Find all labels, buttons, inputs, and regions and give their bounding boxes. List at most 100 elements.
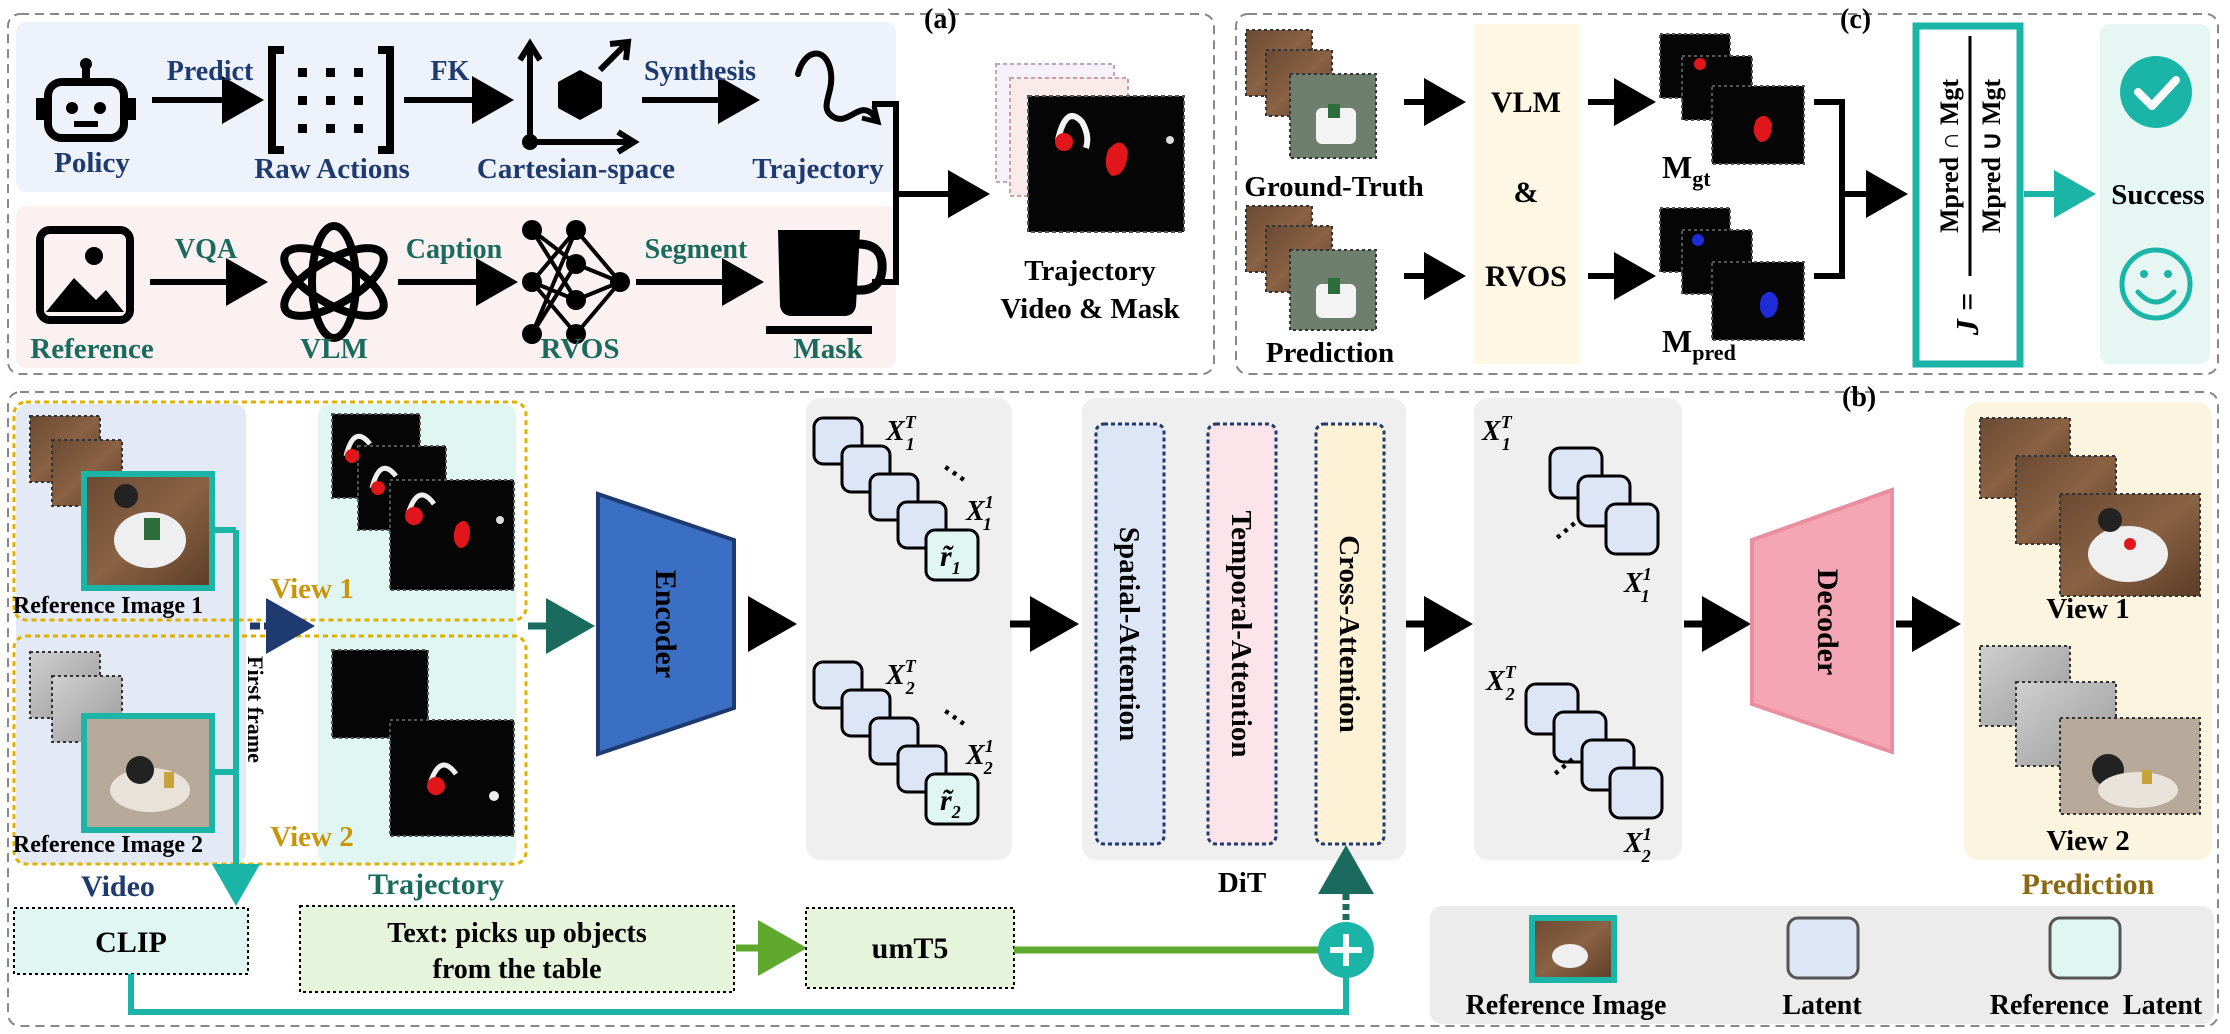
legend-reference-image-icon [1529, 915, 1617, 983]
umt5-box [805, 907, 1015, 989]
legend-reference-image-label: Reference Image [1466, 990, 1667, 1021]
text-prompt-line2: from the table [433, 954, 602, 985]
label-prediction-c: Prediction [1266, 337, 1394, 369]
formula-numerator: Mpred ∩ Mgt [1935, 79, 1964, 233]
image-icon [36, 226, 134, 324]
label-ref-image-2: Reference Image 2 [13, 832, 203, 858]
trajectory-mask-stack [995, 63, 1185, 233]
gt-mask-stack [1659, 33, 1805, 165]
label-amp: & [1514, 176, 1539, 209]
label-cartesian-space: Cartesian-space [477, 153, 675, 185]
label-cross-attention: Cross-Attention [1333, 535, 1365, 733]
label-temporal-attention: Temporal-Attention [1225, 510, 1257, 757]
label-clip: CLIP [95, 926, 167, 959]
label-rvos-c: RVOS [1485, 260, 1567, 293]
trajectory-icon [795, 50, 882, 126]
cross-attention-block [1314, 422, 1386, 846]
merge-bracket-c [1814, 99, 1845, 279]
iou-formula: J = Mpred ∩ Mgt Mpred ∪ Mgt [1935, 36, 2006, 336]
label-spatial-attention: Spatial-Attention [1113, 527, 1145, 741]
vlm-rvos-box [1474, 24, 1580, 364]
label-trajectory-a: Trajectory [752, 153, 884, 185]
label-view1: View 1 [270, 573, 354, 605]
temporal-attention-block [1206, 422, 1278, 846]
label-predict: Predict [167, 56, 254, 87]
prediction-frames [1245, 205, 1377, 331]
pred-view1-frames [1979, 417, 2201, 597]
label-first-frame: First frame [243, 656, 268, 763]
decoder-block [1750, 487, 1894, 755]
panel-a-tag: (a) [924, 4, 957, 35]
denoised-stack-1 [1548, 446, 1660, 556]
text-prompt-box [299, 905, 735, 993]
label-dit: DiT [1218, 867, 1266, 899]
ground-truth-frames [1245, 29, 1377, 159]
panel-b-tag: (b) [1842, 382, 1876, 413]
trajectory-video-mask-line2: Video & Mask [1000, 293, 1180, 325]
view1-trajectory-frames [331, 413, 515, 591]
panel-c-tag: (c) [1840, 4, 1871, 35]
label-vlm-a: VLM [300, 333, 368, 365]
panel-a-row2-bg [16, 206, 896, 368]
label-fk: FK [431, 56, 470, 87]
denoised-stack-2 [1524, 682, 1664, 820]
pred-mask-stack [1659, 207, 1805, 341]
add-circle-icon [1318, 922, 1374, 978]
latent-r2: r̃2 [940, 784, 961, 822]
label-segment: Segment [645, 234, 748, 265]
cartesian-space-icon [517, 38, 640, 155]
latent-stack-1 [812, 416, 980, 582]
label-decoder: Decoder [1811, 569, 1844, 676]
iou-formula-box [1912, 22, 2024, 368]
clip-box [13, 907, 249, 975]
clip-to-plus-line [128, 974, 1349, 1015]
legend-reference-latent-label: Reference Latent [1990, 990, 2203, 1021]
label-rvos-a: RVOS [541, 333, 620, 365]
view2-video-frames [29, 651, 215, 833]
label-synthesis: Synthesis [644, 56, 756, 87]
label-trajectory-b: Trajectory [368, 868, 504, 901]
label-umt5: umT5 [872, 932, 949, 965]
panel-b-border [7, 391, 2219, 1027]
raw-actions-icon [268, 46, 394, 154]
legend-reference-latent-icon [2048, 916, 2122, 980]
label-m-gt: Mgt [1662, 149, 1711, 191]
vlm-logo-icon [280, 222, 388, 342]
label-prediction-b: Prediction [2022, 868, 2155, 901]
latent-r1: r̃1 [940, 540, 961, 578]
legend-latent-label: Latent [1782, 990, 1862, 1021]
formula-denominator: Mpred ∪ Mgt [1977, 79, 2006, 234]
view2-trajectory-frames [331, 649, 515, 837]
smiley-icon [2119, 247, 2193, 321]
panel-a-border [7, 13, 1215, 375]
label-ground-truth: Ground-Truth [1244, 171, 1423, 203]
label-encoder: Encoder [649, 570, 682, 678]
trajectory-video-mask-line1: Trajectory [1024, 255, 1156, 287]
panel-c-border [1235, 13, 2219, 375]
text-prompt-line1: Text: picks up objects [387, 918, 647, 949]
label-pred-view2: View 2 [2046, 825, 2130, 857]
robot-icon [36, 58, 136, 142]
label-view2: View 2 [270, 821, 354, 853]
label-video: Video [81, 870, 155, 903]
label-reference: Reference [30, 333, 154, 365]
label-pred-view1: View 1 [2046, 593, 2130, 625]
rvos-network-icon [522, 220, 630, 344]
encoder-block [596, 491, 736, 757]
label-caption: Caption [406, 234, 503, 265]
check-circle-icon [2120, 56, 2192, 128]
panel-a-row1-bg [16, 22, 896, 192]
label-mask: Mask [793, 333, 863, 365]
label-policy: Policy [54, 147, 130, 179]
latent-stack-2 [812, 660, 980, 826]
label-m-pred: Mpred [1662, 323, 1736, 365]
